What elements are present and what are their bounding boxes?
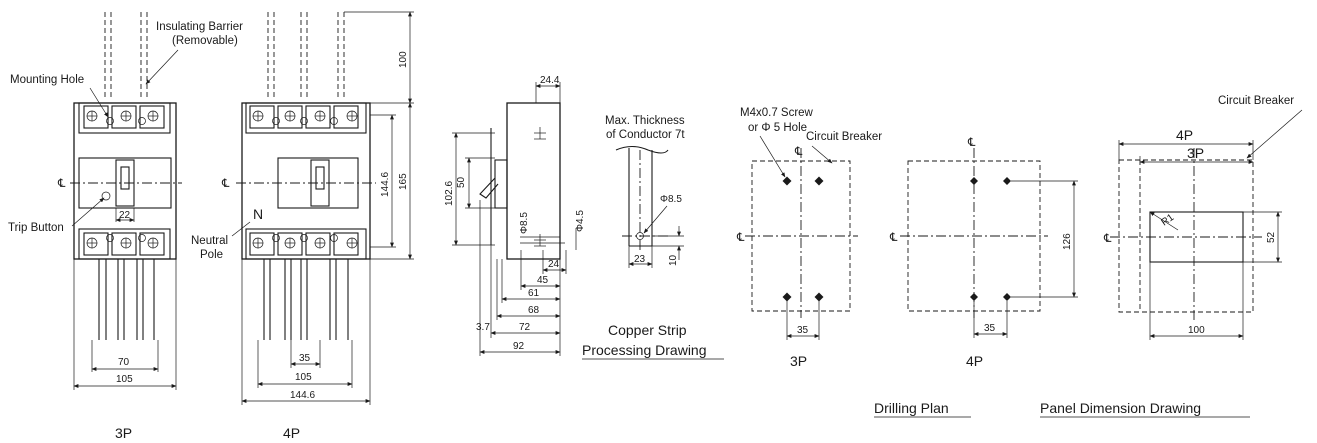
breaker-body-3p [73, 102, 177, 260]
drilling-plan-4p: ℄ ℄ 126 35 4P Drilling Plan [874, 137, 1078, 418]
dim-144-6-vertical: 144.6 [380, 172, 391, 197]
dim-126: 126 [1062, 233, 1073, 250]
screw-label-2: or Φ 5 Hole [748, 122, 807, 134]
panel-4p-label: 4P [1176, 127, 1193, 143]
dim-100: 100 [398, 51, 409, 68]
dim-23: 23 [634, 254, 646, 265]
trip-button-label: Trip Button [8, 222, 64, 234]
insulating-barrier-label-2: (Removable) [172, 35, 238, 47]
front-view-3p: ℄ Insulating Barrier (Removable) Mountin… [8, 12, 243, 441]
panel-3p-label: 3P [1187, 145, 1204, 161]
neutral-label-2: Pole [200, 249, 223, 261]
dim-61: 61 [528, 288, 540, 299]
panel-cutout [1149, 211, 1244, 263]
mounting-hole-label: Mounting Hole [10, 74, 84, 86]
circuit-breaker-label-panel: Circuit Breaker [1218, 95, 1294, 107]
trip-button [101, 191, 111, 201]
caption-drill-3p: 3P [790, 353, 807, 369]
dim-102-6: 102.6 [444, 181, 455, 206]
dim-24: 24 [548, 259, 560, 270]
circuit-breaker-label-drill: Circuit Breaker [806, 131, 882, 143]
dim-10: 10 [668, 254, 679, 266]
drilling-plan-title: Drilling Plan [874, 400, 949, 416]
dim-144-6: 144.6 [290, 390, 315, 401]
dim-68: 68 [528, 305, 540, 316]
centerline-symbol: ℄ [57, 178, 66, 190]
insulating-barriers-bottom [98, 259, 155, 340]
dim-35-drill-4p: 35 [984, 323, 996, 334]
max-thickness-label: Max. Thickness [605, 115, 685, 127]
dim-phi-8-5-side: Φ8.5 [519, 212, 530, 234]
dim-50: 50 [456, 176, 467, 188]
dim-35-4p: 35 [299, 353, 311, 364]
panel-title: Panel Dimension Drawing [1040, 400, 1201, 416]
drill-holes-4p [970, 177, 1011, 301]
centerline-symbol-drill-4p: ℄ [889, 232, 898, 244]
dim-165: 165 [398, 173, 409, 190]
insulating-barrier-label: Insulating Barrier [156, 21, 243, 33]
screw-label: M4x0.7 Screw [740, 107, 814, 119]
copper-strip-title: Copper Strip [608, 322, 687, 338]
max-thickness-label-2: of Conductor 7t [606, 129, 685, 141]
dim-phi-4-5: Φ4.5 [575, 210, 586, 232]
dim-100-panel: 100 [1188, 325, 1205, 336]
side-body [506, 102, 561, 260]
panel-dimension-drawing: ℄ R1 4P 3P Circuit Breaker 52 100 Panel … [1040, 95, 1303, 418]
drilling-plan-3p: ℄ ℄ M4x0.7 Screw or Φ 5 Hole Circuit Bre… [736, 107, 882, 369]
copper-strip-drawing: Max. Thickness of Conductor 7t Φ8.5 23 1… [582, 115, 724, 360]
terminal-block-top [78, 102, 171, 134]
drill-holes-3p [782, 176, 824, 302]
copper-strip-title-2: Processing Drawing [582, 342, 707, 358]
dim-70: 70 [118, 357, 130, 368]
caption-3p: 3P [115, 425, 132, 441]
terminal-screws-bottom [86, 234, 159, 249]
dim-92: 92 [513, 341, 525, 352]
caption-4p: 4P [283, 425, 300, 441]
centerline-symbol-panel: ℄ [1103, 233, 1112, 245]
dim-45: 45 [537, 275, 549, 286]
insulating-barriers-top-4p [267, 12, 345, 100]
radius-r1: R1 [1159, 212, 1176, 229]
neutral-symbol: N [253, 206, 263, 222]
terminal-screws-top [86, 110, 159, 125]
centerline-symbol-drill-4p-top: ℄ [967, 137, 976, 149]
dim-35-drill-3p: 35 [797, 325, 809, 336]
centerline-symbol-drill-3p-top: ℄ [794, 146, 803, 158]
dim-3-7: 3.7 [476, 322, 490, 333]
dim-phi-8-5-strip: Φ8.5 [660, 194, 682, 205]
dim-105: 105 [116, 374, 133, 385]
centerline-symbol-4p: ℄ [221, 178, 230, 190]
insulating-barriers-top [104, 12, 148, 100]
dim-22: 22 [119, 210, 131, 221]
front-view-4p: ℄ N Neutral Pole 100 144.6 [191, 11, 414, 441]
centerline-symbol-drill-3p: ℄ [736, 232, 745, 244]
side-view: 24.4 102.6 50 Φ8.5 Φ4.5 24 45 61 68 72 3… [444, 75, 586, 356]
dim-105-4p: 105 [295, 372, 312, 383]
caption-drill-4p: 4P [966, 353, 983, 369]
dim-72: 72 [519, 322, 531, 333]
dim-24-4: 24.4 [540, 75, 560, 86]
dim-52: 52 [1266, 231, 1277, 243]
neutral-label: Neutral [191, 235, 228, 247]
